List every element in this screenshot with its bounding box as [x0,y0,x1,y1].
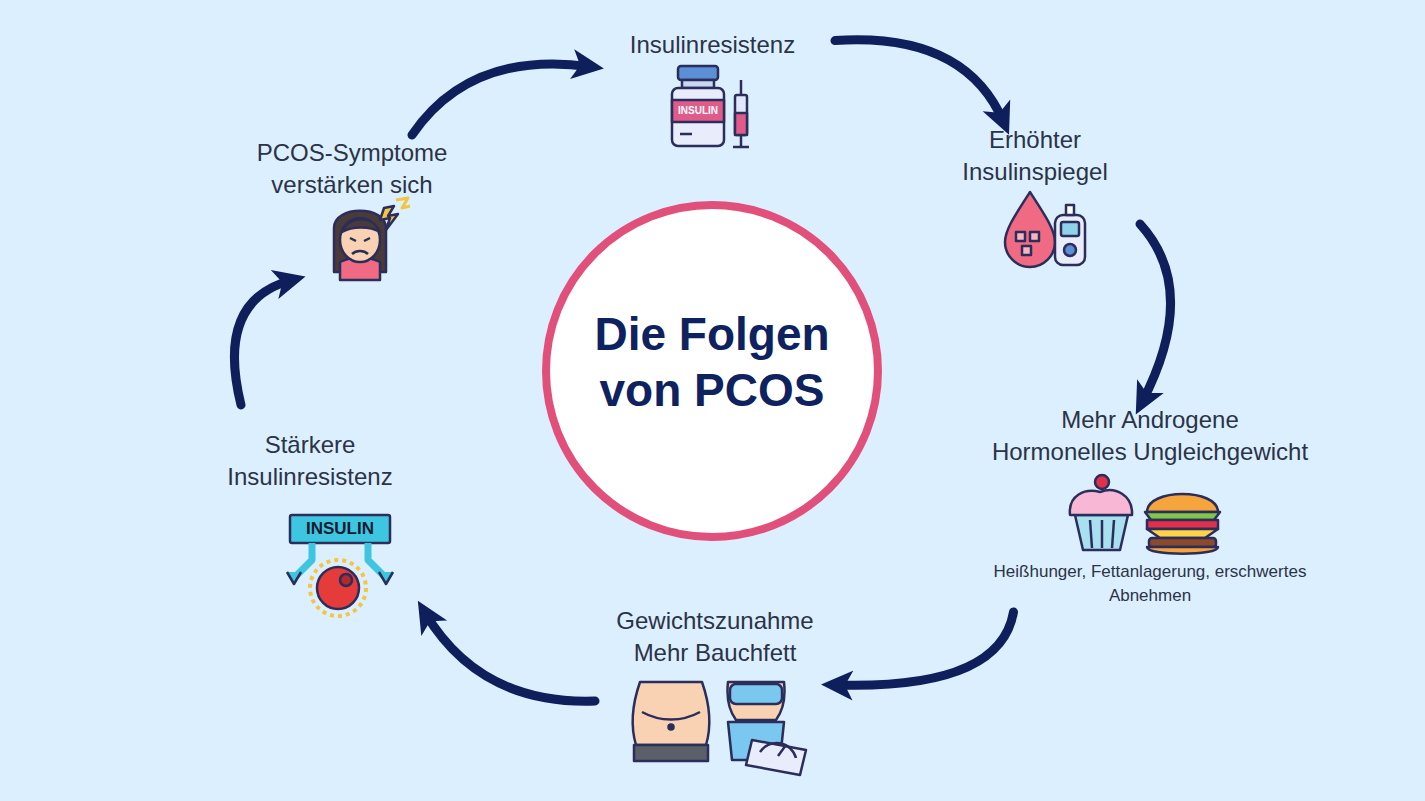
cycle-step: Mehr AndrogeneHormonelles Ungleichgewich… [955,402,1345,612]
headache-icon [334,198,410,280]
cycle-arrow [1140,224,1171,402]
blood-sugar-icon [1005,192,1085,267]
step-label: Mehr Bauchfett [634,637,797,669]
step-label: Mehr Androgene [1061,404,1238,436]
diagram-title: Die Folgen von PCOS [567,306,857,418]
cycle-arrow [412,64,590,135]
step-label: Hormonelles Ungleichgewicht [992,436,1308,468]
step-label: Erhöhter Insulinspiegel [930,124,1140,188]
cycle-step: Erhöhter Insulinspiegel [930,122,1140,272]
step-note: Heißhunger, Fettanlagerung, erschwertes … [955,560,1345,608]
cycle-step: Insulinresistenz [590,25,835,155]
weight-gain-icon [633,682,806,775]
step-label: Insulinresistenz [630,29,795,61]
cycle-arrow [234,280,292,405]
cycle-arrow [835,40,1004,122]
insulin-bottle-icon [672,66,749,147]
cycle-arrow [425,613,595,701]
cycle-step: Stärkere Insulinresistenz [195,405,425,617]
food-icon [1070,475,1220,554]
center-circle [546,205,878,537]
cycle-step: PCOS-Symptome verstärken sich [252,135,452,280]
step-label: Gewichtszunahme [616,605,813,637]
step-label: PCOS-Symptome verstärken sich [252,137,452,201]
icon-label: INSULIN [672,104,724,118]
insulin-resistance-icon [287,515,393,616]
step-label: Stärkere Insulinresistenz [195,429,425,493]
icon-label: INSULIN [290,518,390,539]
cycle-arrow [835,612,1014,685]
cycle-step: GewichtszunahmeMehr Bauchfett [595,605,835,765]
